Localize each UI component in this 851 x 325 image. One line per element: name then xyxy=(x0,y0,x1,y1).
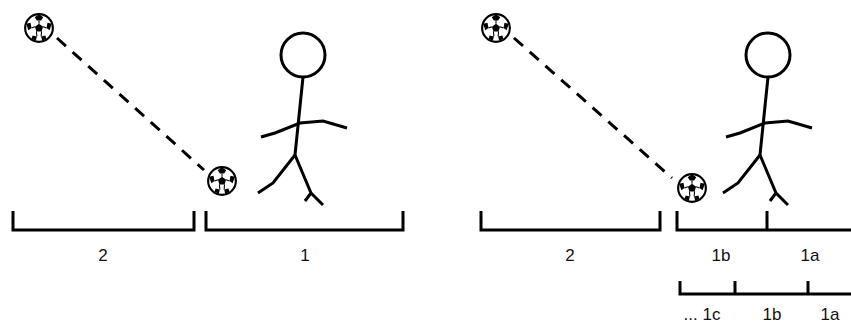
bracket xyxy=(481,211,660,230)
ball-path xyxy=(514,38,672,178)
bracket xyxy=(680,281,851,294)
stick-figure xyxy=(723,33,812,205)
ball-end xyxy=(208,167,236,195)
ball-end xyxy=(678,174,706,202)
part-label: 1a xyxy=(821,306,840,323)
part-label: 1b xyxy=(763,306,782,323)
part-label: 2 xyxy=(565,247,574,264)
part-label: ... 1c xyxy=(684,306,721,323)
part-label: 2 xyxy=(98,247,107,264)
ball-start xyxy=(482,14,510,42)
ball-start xyxy=(25,14,53,42)
ball-path xyxy=(57,38,204,170)
bracket xyxy=(677,211,851,230)
part-label: 1a xyxy=(801,247,820,264)
bracket xyxy=(13,211,194,230)
right-panel xyxy=(481,14,851,294)
part-label: 1b xyxy=(712,247,731,264)
stick-figure xyxy=(258,33,347,205)
part-label: 1 xyxy=(300,247,309,264)
left-panel xyxy=(13,14,403,230)
bracket xyxy=(206,211,403,230)
